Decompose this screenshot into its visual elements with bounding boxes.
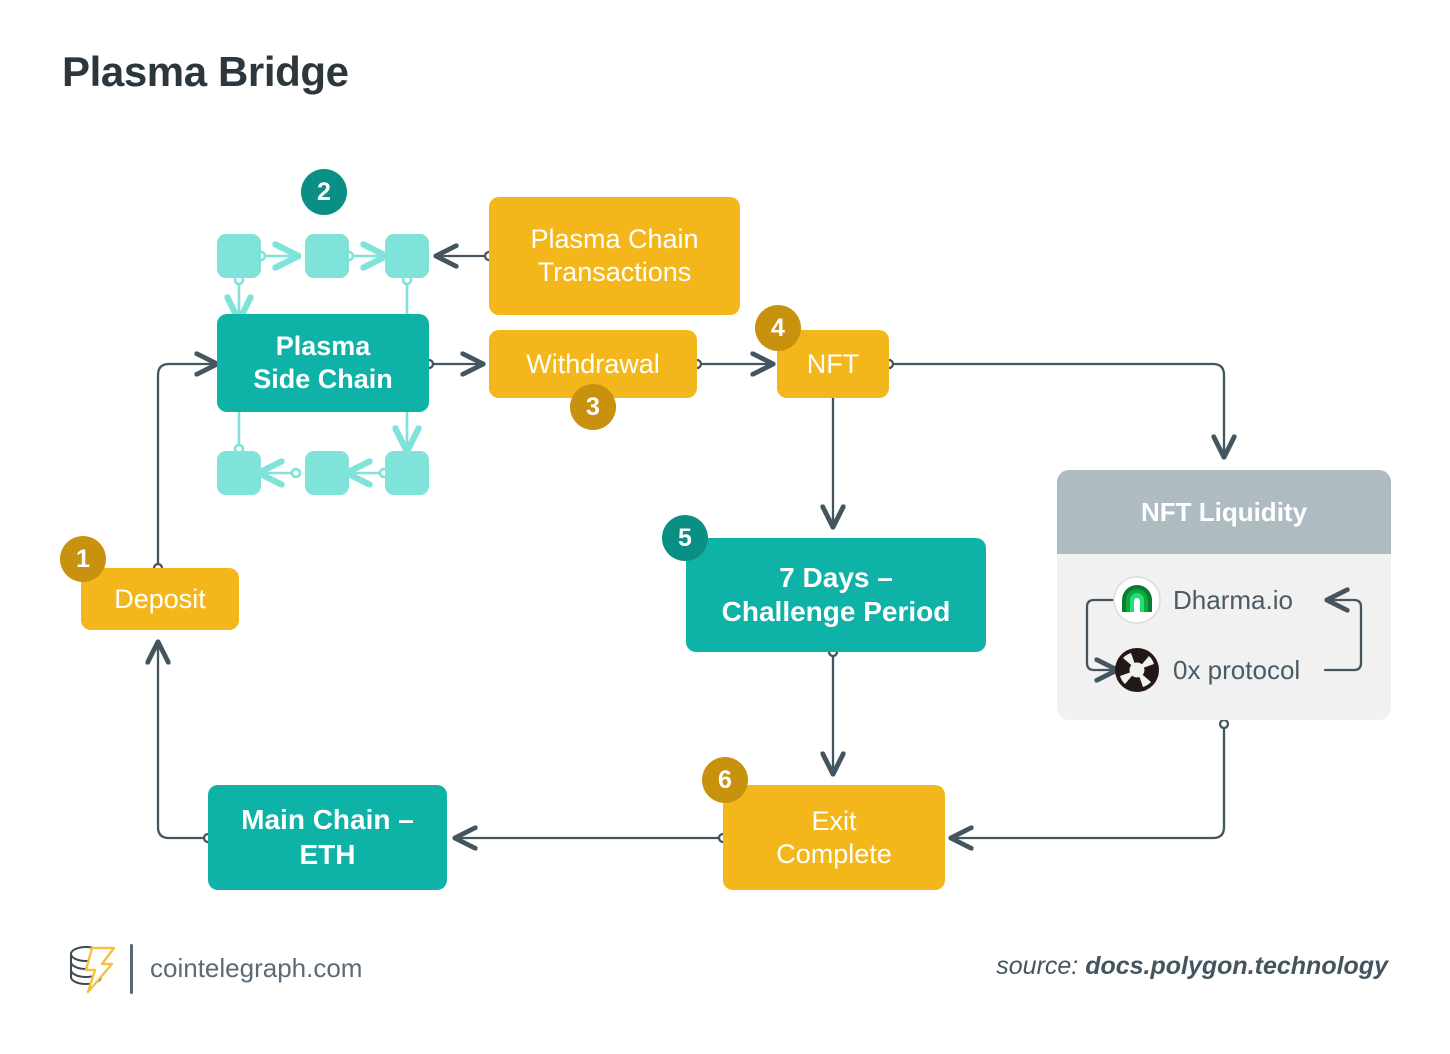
cointelegraph-logo bbox=[62, 940, 120, 998]
node-plasma-side-chain-label: Plasma Side Chain bbox=[253, 331, 393, 394]
liquidity-item-zerox-label: 0x protocol bbox=[1173, 654, 1301, 685]
node-challenge-period[interactable]: 7 Days – Challenge Period bbox=[686, 538, 986, 652]
footer-divider bbox=[130, 944, 133, 994]
footer-site: cointelegraph.com bbox=[150, 953, 363, 983]
footer-source-value: docs.polygon.technology bbox=[1085, 952, 1388, 980]
badge-5-label: 5 bbox=[678, 523, 692, 552]
chain-node-bottom-1 bbox=[217, 451, 261, 495]
badge-3-label: 3 bbox=[586, 392, 600, 421]
nft-liquidity-panel[interactable]: NFT Liquidity bbox=[1057, 470, 1391, 720]
node-withdrawal-label: Withdrawal bbox=[526, 348, 660, 379]
chain-node-top-3 bbox=[385, 234, 429, 278]
node-challenge-period-label: 7 Days – Challenge Period bbox=[721, 561, 951, 627]
node-nft-label: NFT bbox=[806, 348, 860, 379]
badge-1-label: 1 bbox=[76, 544, 90, 573]
footer-source-prefix: source: bbox=[996, 952, 1079, 980]
node-main-chain[interactable]: Main Chain – ETH bbox=[208, 785, 447, 890]
nft-liquidity-header-label: NFT Liquidity bbox=[1140, 496, 1308, 527]
badge-3: 3 bbox=[570, 384, 616, 430]
badge-4: 4 bbox=[755, 305, 801, 351]
zerox-icon bbox=[1113, 646, 1161, 694]
badge-2: 2 bbox=[301, 169, 347, 215]
liquidity-item-dharma[interactable]: Dharma.io bbox=[1113, 576, 1293, 624]
node-plasma-chain-transactions-label: Plasma Chain Transactions bbox=[530, 224, 699, 287]
nft-liquidity-header: NFT Liquidity bbox=[1057, 470, 1391, 554]
nft-liquidity-body: Dharma.io 0x protocol bbox=[1057, 554, 1391, 720]
node-exit-complete[interactable]: Exit Complete bbox=[723, 785, 945, 890]
badge-5: 5 bbox=[662, 515, 708, 561]
chain-node-top-1 bbox=[217, 234, 261, 278]
liquidity-item-zerox[interactable]: 0x protocol bbox=[1113, 646, 1300, 694]
liquidity-item-dharma-label: Dharma.io bbox=[1173, 584, 1293, 615]
node-plasma-chain-transactions[interactable]: Plasma Chain Transactions bbox=[489, 197, 740, 315]
dharma-icon bbox=[1113, 576, 1161, 624]
chain-node-bottom-3 bbox=[385, 451, 429, 495]
badge-1: 1 bbox=[60, 536, 106, 582]
page-title: Plasma Bridge bbox=[62, 48, 349, 95]
liquidity-loop-wires bbox=[1085, 554, 1363, 720]
badge-6: 6 bbox=[702, 757, 748, 803]
badge-4-label: 4 bbox=[771, 313, 785, 342]
chain-node-bottom-2 bbox=[305, 451, 349, 495]
node-plasma-side-chain[interactable]: Plasma Side Chain bbox=[217, 314, 429, 412]
node-deposit-label: Deposit bbox=[114, 583, 206, 614]
footer-source: source: docs.polygon.technology bbox=[996, 952, 1388, 981]
badge-2-label: 2 bbox=[317, 177, 331, 206]
node-deposit[interactable]: Deposit bbox=[81, 568, 239, 630]
node-main-chain-label: Main Chain – ETH bbox=[241, 804, 414, 870]
node-exit-complete-label: Exit Complete bbox=[776, 805, 892, 869]
badge-6-label: 6 bbox=[718, 765, 732, 794]
chain-node-top-2 bbox=[305, 234, 349, 278]
